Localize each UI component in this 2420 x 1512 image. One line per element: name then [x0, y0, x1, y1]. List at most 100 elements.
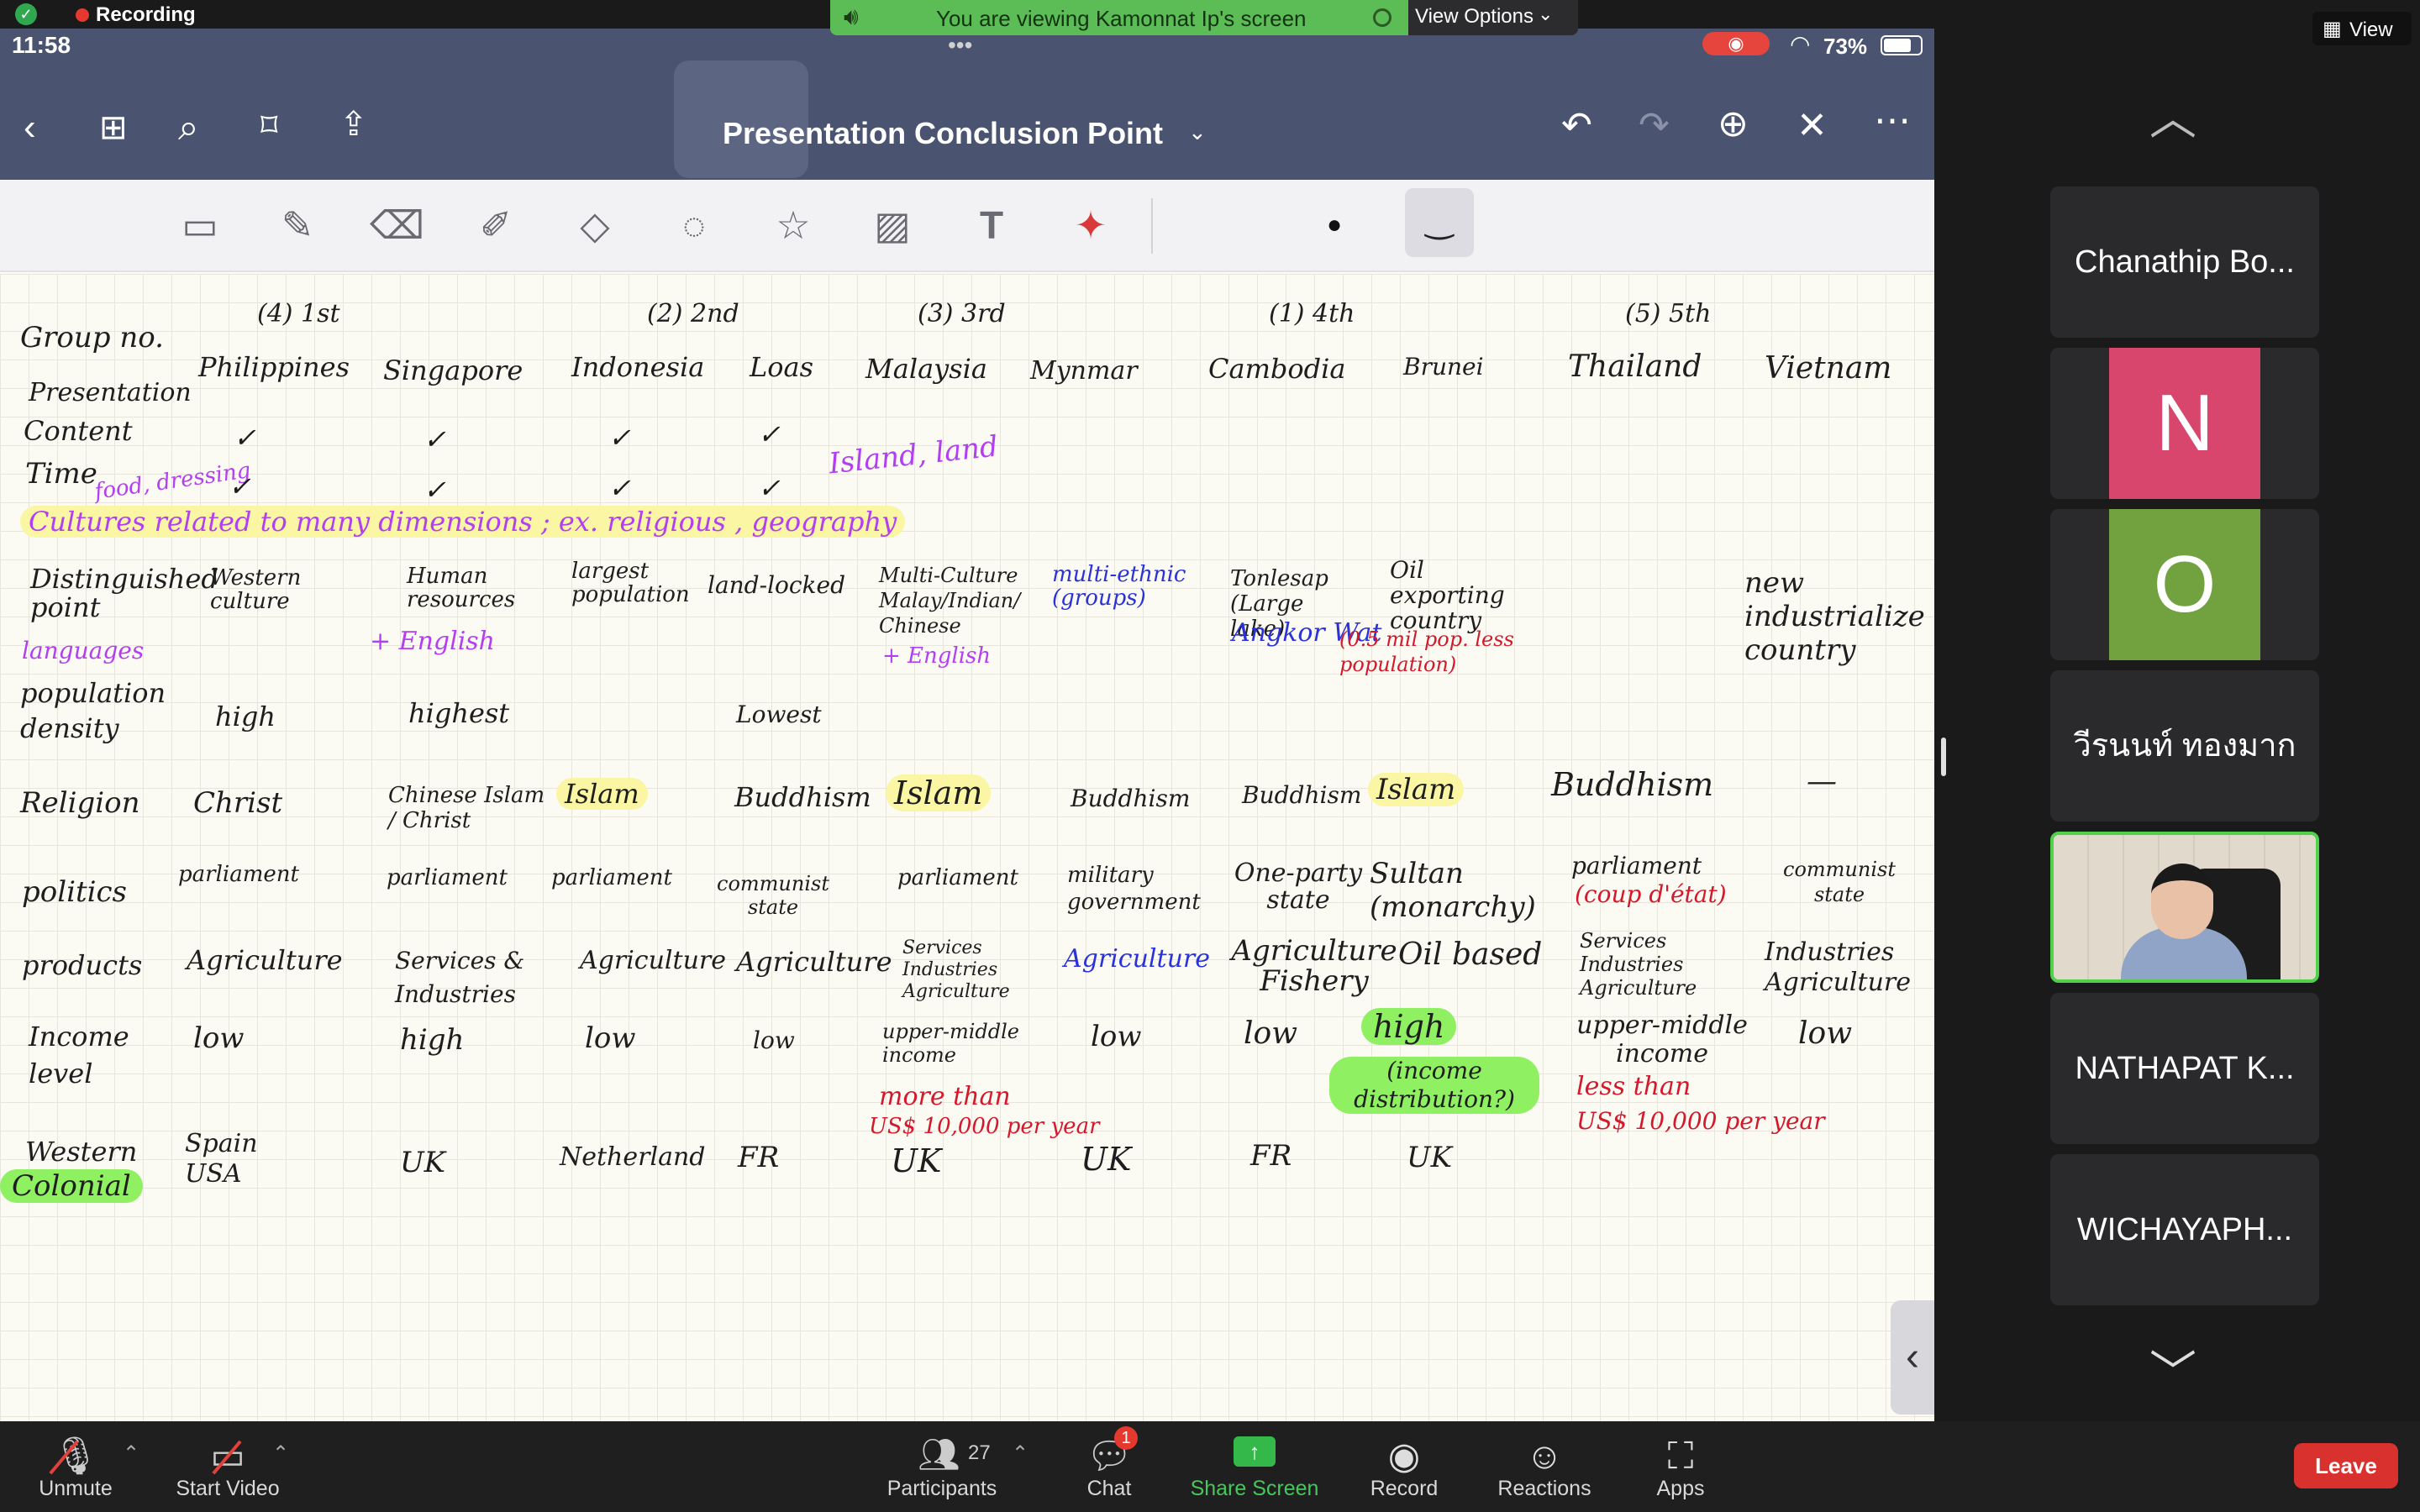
undo-icon[interactable]: ↶ [1561, 105, 1592, 146]
check-content-indonesia: ✓ [608, 422, 631, 454]
lasso-icon[interactable]: ◌ [682, 203, 706, 247]
drag-handle-icon[interactable]: ••• [948, 32, 973, 58]
dist-brunei: Oil exporting country [1390, 556, 1505, 634]
recording-indicator-icon: ◉ [1702, 32, 1770, 55]
image-icon[interactable]: ▨ [874, 203, 911, 247]
audio-options-caret-icon[interactable]: ⌃ [123, 1442, 140, 1465]
goodnotes-nav-bar: ‹ ⊞ ⌕ ⌑ ⇪ Presentation Conclusion Point … [0, 60, 1934, 180]
rank-thailand: (5) 5th [1625, 299, 1712, 328]
eraser-icon[interactable]: ⌫ [370, 203, 425, 247]
sticker-icon[interactable]: ☆ [776, 203, 811, 247]
participant-tile[interactable]: WICHAYAPH... [2050, 1154, 2319, 1305]
pen-icon[interactable]: ✎ [281, 203, 314, 247]
record-button[interactable]: ◉ Record [1361, 1421, 1447, 1512]
highlighter-icon[interactable]: ✐ [479, 203, 513, 247]
scroll-up-icon[interactable]: ︿ [2149, 92, 2196, 144]
pol-mynmar: military government [1067, 863, 1201, 915]
ipad-time: 11:58 [12, 32, 71, 58]
rel-vietnam: — [1807, 764, 1837, 799]
check-time-philippines: ✓ [229, 470, 251, 502]
view-options-button[interactable]: View Options ⌄ [1408, 0, 1578, 35]
grid-icon[interactable]: ⊞ [99, 109, 128, 146]
country-mynmar: Mynmar [1030, 356, 1138, 386]
pol-loas: communist state [717, 872, 829, 919]
bookmark-icon[interactable]: ⌑ [260, 108, 278, 144]
active-speaker-video-tile[interactable] [2050, 832, 2319, 983]
chat-label: Chat [1086, 1477, 1132, 1500]
chevron-down-icon: ⌄ [1538, 3, 1554, 24]
share-screen-button[interactable]: ↑ Share Screen [1176, 1421, 1333, 1512]
prod-brunei: Oil based [1398, 937, 1543, 972]
rel-indonesia: Islam [556, 778, 648, 810]
stroke-style-icon[interactable]: ‿ [1405, 188, 1474, 257]
inc-malaysia-more: more than [879, 1082, 1011, 1111]
inc-malaysia-usd: US$ 10,000 per year [869, 1114, 1100, 1139]
scroll-down-icon[interactable]: ﹀ [2149, 1347, 2196, 1399]
participant-tile[interactable]: O [2050, 509, 2319, 660]
back-icon[interactable]: ‹ [24, 107, 36, 148]
prod-loas: Agriculture [736, 946, 892, 978]
participants-count: 27 [968, 1441, 991, 1464]
drawing-toolbar: ▭ ✎ ⌫ ✐ ◇ ◌ ☆ ▨ T ✦ ● ‿ [0, 180, 1934, 272]
island-land-note: Island, land [827, 429, 1000, 481]
text-icon[interactable]: T [979, 203, 1004, 247]
pen-size-dot-icon[interactable]: ● [1326, 211, 1343, 239]
pol-malaysia: parliament [897, 865, 1018, 890]
battery-percent: 73% [1823, 34, 1868, 59]
row-income-label: Income level [29, 1021, 129, 1089]
close-pen-icon[interactable]: ✕ [1797, 105, 1828, 146]
collapse-sidebar-handle[interactable]: ‹ [1891, 1300, 1934, 1415]
note-page[interactable]: Group no. (4) 1st (2) 2nd (3) 3rd (1) 4t… [0, 274, 1934, 1421]
chat-button[interactable]: 💬︎ 1 Chat [1067, 1421, 1151, 1512]
chevron-down-icon[interactable]: ⌄ [1188, 119, 1207, 144]
participant-tile[interactable]: N [2050, 348, 2319, 499]
view-grid-icon: ▦ [2323, 18, 2342, 40]
shapes-icon[interactable]: ◇ [580, 203, 610, 247]
participants-caret-icon[interactable]: ⌃ [1012, 1442, 1029, 1465]
rank-philippines: (4) 1st [257, 299, 340, 328]
pol-vietnam: communist state [1783, 858, 1896, 906]
participant-tile[interactable]: วีรนนท์ ทองมาก [2050, 670, 2319, 822]
participant-gallery: ▦ View ︿ Chanathip Bo... N O วีรนนท์ ทอง… [1934, 0, 2420, 1421]
row-content-label: Content [24, 415, 133, 447]
country-cambodia: Cambodia [1208, 353, 1346, 385]
laser-pointer-icon[interactable]: ✦ [1074, 203, 1107, 247]
participant-tile[interactable]: NATHAPAT K... [2050, 993, 2319, 1144]
participants-button[interactable]: 👥︎ 27 Participants [874, 1421, 1010, 1512]
country-thailand: Thailand [1568, 349, 1702, 384]
rel-mynmar: Buddhism [1071, 785, 1191, 812]
record-icon: ◉ [1387, 1436, 1421, 1477]
more-icon[interactable]: ⋯ [1874, 100, 1911, 141]
page-layout-icon[interactable]: ▭ [182, 203, 218, 247]
inc-cambodia: low [1244, 1016, 1298, 1051]
pop-loas: Lowest [736, 701, 822, 728]
apps-button[interactable]: ⛶ Apps [1647, 1421, 1714, 1512]
document-title[interactable]: Presentation Conclusion Point [723, 116, 1164, 150]
video-options-caret-icon[interactable]: ⌃ [272, 1442, 290, 1465]
reactions-button[interactable]: ☺ Reactions [1487, 1421, 1602, 1512]
meeting-controls: 🎙︎ Unmute ⌃ ▭ Start Video ⌃ 👥︎ 27 Partic… [0, 1421, 2420, 1512]
add-page-icon[interactable]: ⊕ [1718, 103, 1749, 144]
check-content-singapore: ✓ [424, 423, 446, 455]
col-singapore: UK [400, 1146, 446, 1179]
shield-icon: ✓ [15, 3, 37, 25]
participants-icon: 👥︎ [918, 1436, 960, 1473]
prod-malaysia: Services Industries Agriculture [902, 937, 1010, 1002]
view-button[interactable]: ▦ View [2312, 12, 2412, 45]
row-population-label: population density [20, 677, 166, 744]
pol-singapore: parliament [387, 865, 508, 890]
gallery-resize-handle[interactable] [1941, 738, 1946, 776]
start-video-button[interactable]: ▭ Start Video [165, 1421, 291, 1512]
search-icon[interactable]: ⌕ [178, 107, 199, 148]
unmute-button[interactable]: 🎙︎ Unmute [25, 1421, 126, 1512]
chat-icon: 💬︎ [1086, 1436, 1133, 1477]
wifi-icon: ◠ [1790, 31, 1811, 57]
inc-indonesia: low [585, 1021, 636, 1055]
leave-button[interactable]: Leave [2294, 1443, 2398, 1488]
share-icon[interactable]: ⇪ [339, 106, 368, 143]
check-content-philippines: ✓ [234, 422, 256, 454]
participant-tile[interactable]: Chanathip Bo... [2050, 186, 2319, 338]
col-indonesia: Netherland [560, 1142, 706, 1172]
redo-icon[interactable]: ↷ [1639, 105, 1670, 146]
status-circle-icon [1373, 8, 1392, 27]
